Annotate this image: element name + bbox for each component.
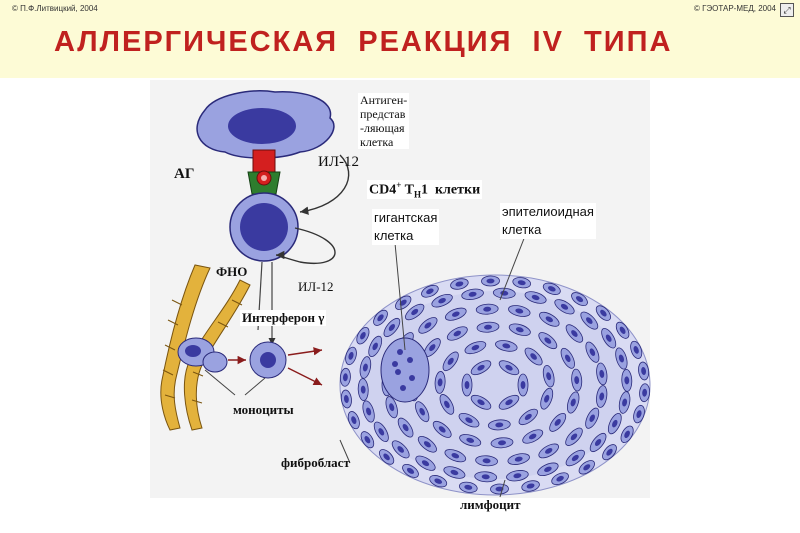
monocytes-label: моноциты	[233, 402, 294, 418]
ag-label: АГ	[174, 166, 194, 183]
epithelioid-cell-label: эпителиоидная клетка	[500, 203, 596, 239]
giant-cell-nucleus	[400, 385, 406, 391]
apc-label: Антиген- представ -ляющая клетка	[358, 93, 409, 149]
fno-label: ФНО	[216, 264, 247, 280]
giant-cell-nucleus	[397, 349, 403, 355]
giant-cell-nucleus	[409, 375, 415, 381]
tcr-receptor-complex	[248, 150, 280, 194]
cd4-th1-cell	[230, 193, 298, 261]
antigen-presenting-cell	[197, 91, 334, 158]
lymphocyte-label: лимфоцит	[460, 497, 521, 513]
giant-cell-nucleus	[395, 369, 401, 375]
monocyte-left	[178, 338, 227, 372]
cell-nucleus	[521, 381, 526, 389]
interferon-label: Интерферон γ	[240, 310, 326, 326]
giant-cell-nucleus	[407, 357, 413, 363]
cell-nucleus	[465, 381, 470, 389]
fibroblast-label: фибробласт	[281, 455, 350, 471]
cd4-th1-label: CD4+ TH1 клетки	[367, 180, 482, 199]
il12-bottom-label: ИЛ-12	[298, 279, 334, 295]
il12-top-label: ИЛ-12	[318, 154, 359, 171]
monocyte-right	[250, 342, 286, 378]
giant-cell-nucleus	[392, 361, 398, 367]
granuloma	[340, 275, 651, 495]
giant-cell-label: гигантская клетка	[372, 209, 439, 245]
